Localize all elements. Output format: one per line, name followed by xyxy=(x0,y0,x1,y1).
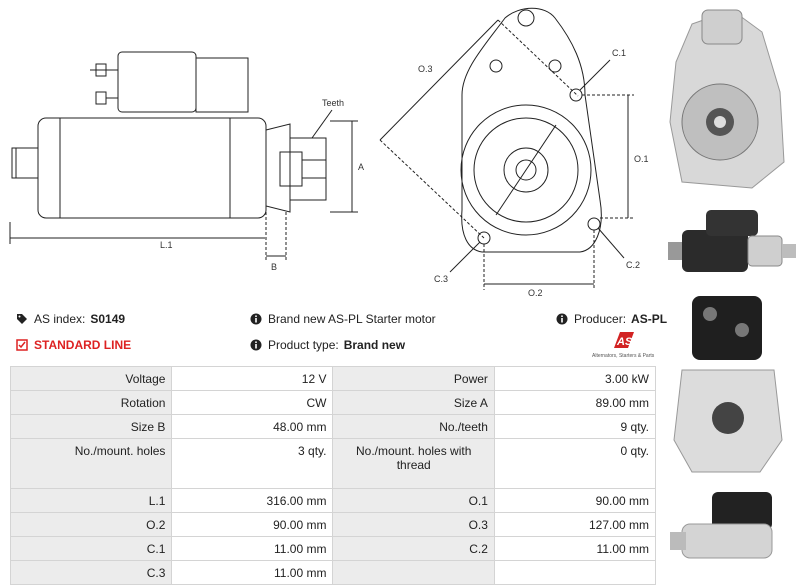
label-c3: C.3 xyxy=(434,274,448,284)
as-index-value: S0149 xyxy=(90,312,126,326)
spec-value: 3 qty. xyxy=(171,438,334,489)
spec-value: CW xyxy=(171,390,334,415)
label-teeth: Teeth xyxy=(322,98,344,108)
spec-label: Size B xyxy=(9,414,173,439)
label-b: B xyxy=(271,262,277,272)
spec-value: 11.00 mm xyxy=(493,536,657,561)
spec-label: No./teeth xyxy=(332,414,495,439)
spec-label: No./mount. holes xyxy=(9,438,173,489)
spec-value: 12 V xyxy=(171,366,334,391)
product-photo-side[interactable] xyxy=(662,202,800,286)
standard-line-text: STANDARD LINE xyxy=(34,338,132,352)
as-index: AS index: S0149 xyxy=(16,312,125,326)
spec-value: 3.00 kW xyxy=(493,366,657,391)
svg-text:Alternators, Starters & Parts: Alternators, Starters & Parts xyxy=(592,353,655,359)
photo-column xyxy=(662,0,800,575)
spec-value: 90.00 mm xyxy=(493,488,657,513)
producer-value: AS-PL xyxy=(631,312,668,326)
spec-value xyxy=(493,560,657,585)
spec-value: 316.00 mm xyxy=(171,488,334,513)
product-type-label: Product type: xyxy=(268,338,339,352)
spec-label: Voltage xyxy=(9,366,173,391)
label-o2: O.2 xyxy=(528,288,543,298)
spec-label: C.1 xyxy=(9,536,173,561)
spec-label: Power xyxy=(332,366,495,391)
label-o1: O.1 xyxy=(634,154,649,164)
spec-value: 48.00 mm xyxy=(171,414,334,439)
info-icon xyxy=(250,339,262,351)
spec-value: 127.00 mm xyxy=(493,512,657,537)
spec-label: O.3 xyxy=(332,512,495,537)
product-photo-rear[interactable] xyxy=(662,290,800,480)
spec-label: O.2 xyxy=(9,512,173,537)
spec-label: No./mount. holes with thread xyxy=(332,438,495,489)
tag-icon xyxy=(17,314,27,324)
product-type-value: Brand new xyxy=(343,338,406,352)
spec-value: 11.00 mm xyxy=(171,536,334,561)
spec-label: C.3 xyxy=(9,560,173,585)
brand-text: Brand new AS-PL Starter motor xyxy=(268,312,436,326)
info-icon xyxy=(556,313,568,325)
spec-label xyxy=(332,560,495,585)
product-photo-angle[interactable] xyxy=(662,484,800,572)
spec-label: Size A xyxy=(332,390,495,415)
label-l1: L.1 xyxy=(160,240,173,250)
product-photo-front[interactable] xyxy=(662,2,800,198)
as-index-label: AS index: xyxy=(34,312,86,326)
info-icon xyxy=(250,313,262,325)
spec-value: 9 qty. xyxy=(493,414,657,439)
product-info: AS index: S0149 STANDARD LINE Brand new … xyxy=(0,308,667,364)
standard-line: STANDARD LINE xyxy=(16,338,131,352)
spec-label: C.2 xyxy=(332,536,495,561)
product-type: Product type: Brand new xyxy=(250,338,405,352)
svg-text:AS: AS xyxy=(616,336,633,348)
spec-value: 90.00 mm xyxy=(171,512,334,537)
label-o3: O.3 xyxy=(418,64,433,74)
spec-value: 11.00 mm xyxy=(171,560,334,585)
producer: Producer: AS-PL xyxy=(556,312,667,326)
check-square-icon xyxy=(16,339,28,351)
brand-description: Brand new AS-PL Starter motor xyxy=(250,312,436,326)
spec-value: 0 qty. xyxy=(493,438,657,489)
label-a: A xyxy=(358,162,364,172)
as-pl-logo: AS Alternators, Starters & Parts xyxy=(592,332,655,359)
spec-label: O.1 xyxy=(332,488,495,513)
spec-label: L.1 xyxy=(9,488,173,513)
spec-label: Rotation xyxy=(9,390,173,415)
label-c2: C.2 xyxy=(626,260,640,270)
spec-value: 89.00 mm xyxy=(493,390,657,415)
label-c1: C.1 xyxy=(612,48,626,58)
producer-label: Producer: xyxy=(574,312,627,326)
technical-drawing: Teeth A B L.1 O.1 O.2 O.3 C.1 C.2 C.3 xyxy=(9,7,649,298)
